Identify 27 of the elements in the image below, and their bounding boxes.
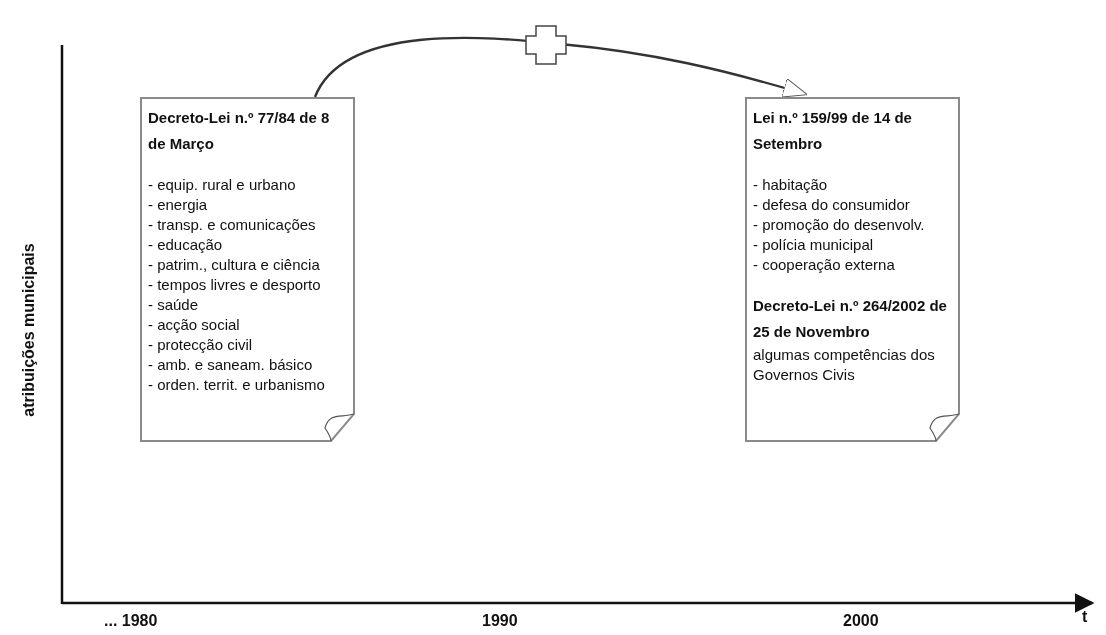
curved-arrow — [313, 36, 808, 98]
law-heading: Lei n.º 159/99 de 14 de Setembro — [753, 108, 913, 154]
list-item: - polícia municipal — [753, 235, 874, 255]
list-item: - promoção do desenvolv. — [753, 215, 925, 235]
axis-tick-label: t — [1082, 608, 1088, 626]
document-box — [745, 97, 960, 442]
list-item: - educação — [148, 235, 223, 255]
axis-tick-label: 1990 — [482, 612, 518, 630]
list-item: - defesa do consumidor — [753, 195, 910, 215]
list-item: - patrim., cultura e ciência — [148, 255, 320, 275]
list-item: - protecção civil — [148, 335, 253, 355]
axis-title: atribuições municipais — [20, 243, 38, 417]
list-item: - orden. territ. e urbanismo — [148, 375, 325, 395]
list-item: - amb. e saneam. básico — [148, 355, 313, 375]
list-item: - acção social — [148, 315, 240, 335]
list-item: - energia — [148, 195, 208, 215]
law-heading: Decreto-Lei n.º 77/84 de 8 de Março — [148, 108, 331, 154]
list-item: - cooperação externa — [753, 255, 895, 275]
note-text: algumas competências dos Governos Civis — [753, 345, 936, 385]
axis-tick-label: ... 1980 — [104, 612, 158, 630]
list-item: - transp. e comunicações — [148, 215, 316, 235]
list-item: - tempos livres e desporto — [148, 275, 321, 295]
document-box — [140, 97, 355, 442]
list-item: - saúde — [148, 295, 199, 315]
list-item: - habitação — [753, 175, 828, 195]
axis-tick-label: 2000 — [843, 612, 879, 630]
list-item: - equip. rural e urbano — [148, 175, 296, 195]
